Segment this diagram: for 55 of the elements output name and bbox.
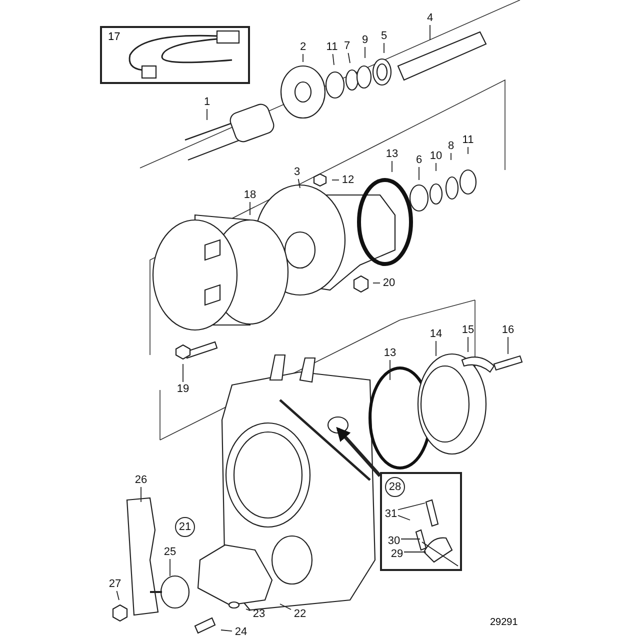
circled-callout-number: 21	[175, 517, 195, 537]
callout-number: 18	[241, 188, 259, 202]
callout-number: 10	[427, 149, 445, 163]
callout-number: 15	[459, 323, 477, 337]
callout-number: 9	[360, 33, 370, 47]
drawing-number: 29291	[490, 616, 518, 630]
leader-line	[206, 108, 208, 120]
callout-number: 27	[106, 577, 124, 591]
circled-callout-number: 28	[385, 477, 405, 497]
callout-number: 31	[382, 507, 400, 521]
callout-number: 20	[380, 276, 398, 290]
callout-number: 12	[339, 173, 357, 187]
leader-line	[116, 590, 120, 600]
callout-number: 24	[232, 625, 250, 639]
callout-number: 25	[161, 545, 179, 559]
callout-number: 16	[499, 323, 517, 337]
leader-line	[450, 152, 452, 160]
callout-number: 3	[292, 165, 302, 179]
leader-line	[398, 514, 410, 520]
leader-line	[372, 282, 380, 284]
leader-line	[182, 364, 184, 382]
callout-number: 5	[378, 29, 390, 43]
arrow	[336, 426, 382, 477]
callout-number: 29	[388, 547, 406, 561]
leader-line	[302, 54, 304, 62]
leader-line	[348, 52, 350, 64]
callout-number: 30	[385, 534, 403, 548]
callout-number: 26	[132, 473, 150, 487]
callout-number: 13	[383, 147, 401, 161]
inset-panel	[380, 472, 462, 571]
leader-line	[246, 608, 250, 611]
callout-number: 11	[459, 133, 477, 147]
leader-line	[364, 46, 366, 58]
callout-number: 13	[381, 346, 399, 360]
leader-line	[400, 538, 420, 540]
callout-number: 14	[427, 327, 445, 341]
leader-line	[298, 178, 300, 188]
callout-number: 2	[298, 40, 308, 54]
leader-line	[220, 630, 232, 632]
leader-line	[418, 166, 420, 180]
leader-line	[398, 502, 426, 510]
callout-number: 22	[291, 607, 309, 621]
callout-number: 17	[108, 30, 120, 44]
leader-line	[280, 604, 292, 610]
leader-line	[140, 486, 142, 502]
callout-number: 4	[424, 11, 436, 25]
callout-number: 6	[414, 153, 424, 167]
callout-number: 1	[202, 95, 212, 109]
callout-number: 19	[174, 382, 192, 396]
callout-number: 7	[342, 39, 352, 53]
leader-line	[332, 54, 334, 66]
callout-number: 8	[446, 139, 456, 153]
callout-number: 11	[323, 40, 341, 54]
inset-panel	[100, 26, 250, 84]
callout-number: 23	[250, 607, 268, 621]
